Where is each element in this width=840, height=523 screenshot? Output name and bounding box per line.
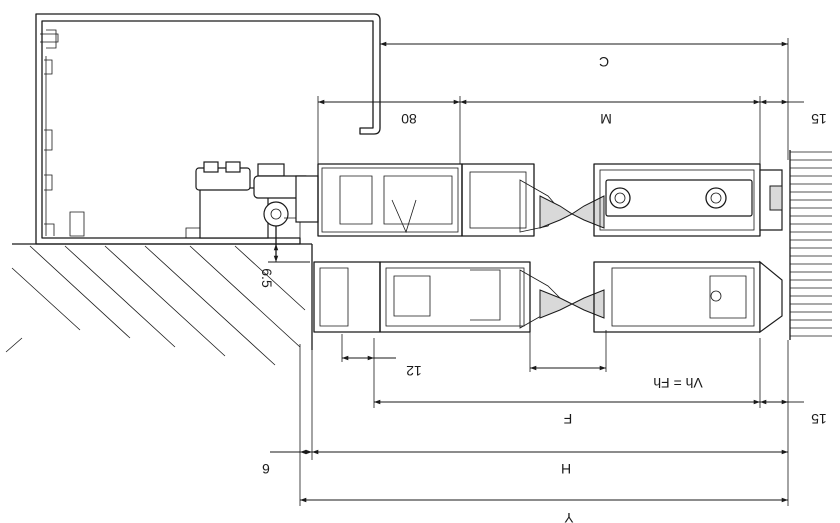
right-wall-hatching	[789, 150, 832, 340]
dim-label-f: F	[564, 411, 573, 427]
dim-label-15-bottom: 15	[811, 411, 827, 427]
dim-label-12: 12	[406, 363, 422, 379]
dim-label-h: H	[561, 461, 571, 477]
dimension-lines	[268, 38, 804, 506]
dim-label-80: 80	[401, 111, 417, 127]
top-track-profile	[35, 13, 381, 245]
dim-label-m: M	[600, 111, 612, 127]
dim-label-vh-fh: Vh = Fh	[653, 375, 702, 391]
lower-sash	[313, 260, 783, 334]
upper-sash	[317, 163, 783, 237]
dim-label-y: Y	[564, 510, 574, 523]
dim-label-6-5: 6.5	[259, 268, 275, 288]
roller-carriage	[185, 161, 319, 260]
dimension-labels: C 80 M 15 6.5 12 Vh = Fh F 15 6 H Y	[259, 54, 827, 523]
floor-hatching	[5, 243, 313, 366]
dim-label-15-top: 15	[811, 111, 827, 127]
dim-label-c: C	[599, 54, 609, 70]
dim-label-6: 6	[262, 461, 270, 477]
